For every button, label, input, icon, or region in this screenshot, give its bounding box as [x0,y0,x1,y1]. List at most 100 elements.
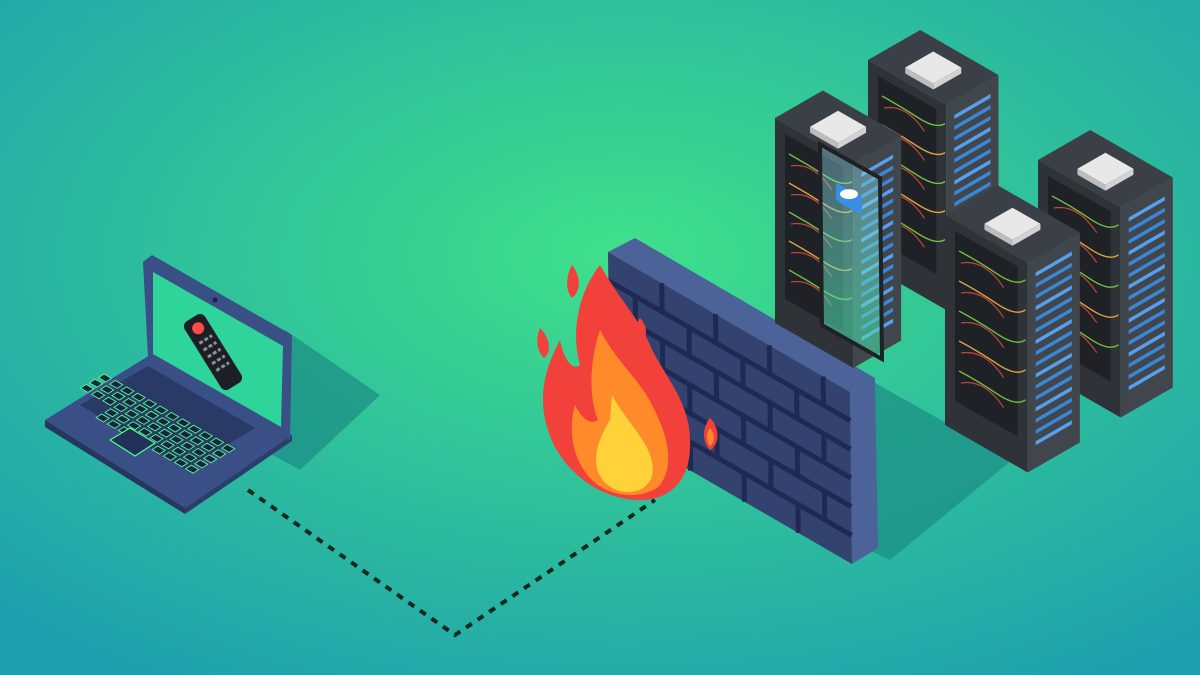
keyboard-key [99,385,115,395]
rack-led [954,170,991,196]
keyboard-key [149,433,164,443]
rack-led [1035,375,1072,401]
rack-cable [958,340,1026,373]
rack-led [1128,320,1165,346]
keyboard-key [126,421,142,431]
keyboard-key [151,445,166,455]
keyboard-key [111,391,126,401]
mortar-line [607,307,852,452]
keyboard-key [153,405,169,415]
rack-led [1128,365,1165,391]
rack-led [954,104,991,130]
rack-led [1035,330,1072,356]
rack-vent-side [1077,168,1106,191]
rack-led [1035,409,1072,434]
rack-led [1128,309,1165,334]
rack-led [1035,251,1072,277]
rack-cable [960,381,1005,409]
firewall-wall [607,238,878,564]
rack-led [1128,241,1165,267]
rack-led [1035,307,1072,333]
rack-cable [881,95,946,127]
keyboard-key [167,423,182,433]
rack-cable [958,310,1026,343]
rack-led [954,115,991,141]
keyboard-key [173,458,189,468]
rack-cable [958,280,1026,313]
keyboard-keys [79,373,236,474]
rack-led [954,126,991,152]
keyboard-key [178,429,193,439]
keyboard-key [187,424,202,434]
mortar-line [607,278,852,423]
keyboard-key [184,464,200,474]
rack-led [1128,331,1165,357]
rack-vent-side [933,67,962,90]
fire-icon [537,265,718,500]
rack-vent-side [905,67,934,90]
keyboard-key [135,415,151,425]
keyboard-key [90,390,106,400]
keyboard-key [102,396,117,406]
wall-mortar-lines [607,278,853,538]
keyboard-key [115,414,131,424]
rack-led [1035,262,1072,288]
rack-led [1035,285,1072,311]
keyboard-key [158,428,173,438]
keyboard-key [202,454,218,464]
keyboard-key [142,399,158,409]
rack-vent-side [984,223,1013,246]
rack-led [1128,297,1165,323]
laptop-icon [45,255,292,514]
rack-vent-side [838,126,867,149]
rack-led [1035,296,1072,322]
keyboard-key [169,435,184,445]
rack-led [1128,275,1165,301]
keyboard-key [106,419,122,429]
rack-vent-side [810,126,839,149]
rack-cable [958,370,1026,403]
keyboard-key [193,459,209,469]
keyboard-key [88,378,104,388]
cloud-icon [836,183,862,215]
keyboard-key [122,397,137,407]
rack-led [1035,420,1072,446]
keyboard-key [191,447,207,457]
rack-led [1035,319,1072,344]
remote-control-icon [183,313,243,391]
rack-led [1128,230,1165,256]
keyboard-key [189,436,205,446]
rack-led [1128,264,1165,289]
rack-led [1128,207,1165,233]
keyboard-key [171,446,187,456]
rack-cable [1051,195,1119,228]
keyboard-key [164,411,180,421]
rack-cable [958,250,1026,283]
keyboard-key [137,427,153,437]
rack-led [1035,364,1072,389]
keyboard-key [120,386,135,396]
rack-led [954,159,991,185]
rack-led [954,94,991,119]
keyboard-key [144,410,160,420]
keyboard-key [198,431,214,441]
keyboard-key [162,451,178,461]
rack-led [1128,252,1165,278]
keyboard-key [146,422,162,432]
rack-cable [960,261,1005,289]
rack-led [954,137,991,163]
rack-led [954,148,991,174]
keyboard-key [182,453,198,463]
server-racks [775,30,1173,473]
rack-led [1035,274,1072,299]
rack-vent-side [1105,168,1134,191]
rack-led [1128,196,1165,222]
rack-led [1035,386,1072,412]
keyboard-key [97,373,113,383]
rack-led [1128,354,1165,379]
rack-cable [960,351,1005,379]
rack-vent-side [1012,223,1041,246]
keyboard-key [113,403,128,413]
